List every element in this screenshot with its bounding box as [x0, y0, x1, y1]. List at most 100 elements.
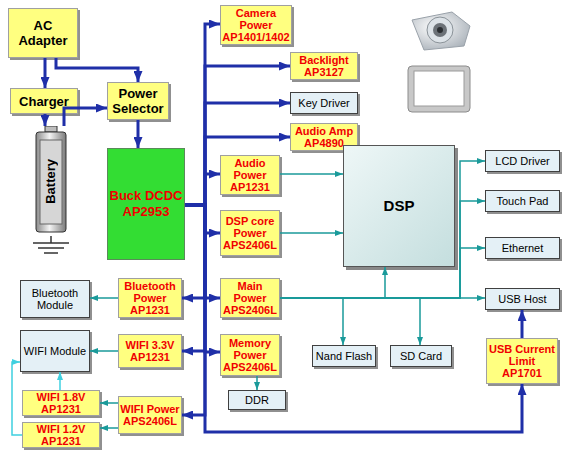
- power-connector: [185, 205, 220, 298]
- box-label: WIFI Module: [24, 345, 86, 357]
- power-connector: [182, 205, 205, 298]
- box-label: Charger: [19, 94, 69, 109]
- box-label: Bluetooth Module: [21, 287, 89, 311]
- power-connector: [185, 24, 220, 205]
- box-label: AP1231: [130, 351, 170, 363]
- box-label: Battery: [45, 159, 57, 204]
- box-label: Main Power: [221, 280, 279, 304]
- regulator-box: Main PowerAPS2406L: [220, 278, 280, 318]
- box-label: Bluetooth Power: [119, 280, 181, 304]
- regulator-box: USB Current LimitAP1701: [486, 338, 558, 384]
- function-box: Touch Pad: [485, 190, 560, 212]
- power-connector: [185, 205, 220, 233]
- function-box: Ethernet: [485, 237, 560, 259]
- box-label: AP3127: [304, 66, 344, 78]
- box-label: Audio Amp: [295, 125, 353, 137]
- box-label: AP4890: [304, 137, 344, 149]
- box-label: WIFI 1.8V: [37, 391, 86, 403]
- power-connector: [44, 58, 47, 88]
- box-label: DSP: [384, 197, 415, 215]
- lcd-panel-illustration: [408, 66, 470, 112]
- box-label: APS2406L: [223, 304, 277, 316]
- power-connector: [185, 174, 220, 205]
- power-connector: [64, 108, 107, 126]
- signal-connector: [280, 232, 343, 234]
- box-label: APS2406L: [223, 361, 277, 373]
- box-label: Touch Pad: [497, 195, 549, 207]
- function-box: Nand Flash: [312, 345, 376, 367]
- processor-box: DSP: [343, 145, 455, 267]
- box-label: Camera Power: [221, 7, 291, 31]
- power-connector: [185, 103, 290, 205]
- regulator-box: WIFI 1.8VAP1231: [22, 390, 100, 416]
- box-label: Power Selector: [108, 86, 168, 116]
- battery-symbol: Battery: [28, 126, 74, 236]
- signal-connector: [100, 427, 118, 429]
- regulator-box: WIFI 3.3VAP1231: [118, 334, 182, 368]
- regulator-box: BacklightAP3127: [290, 52, 358, 80]
- box-label: AP2953: [123, 204, 170, 220]
- power-connector: [185, 137, 290, 205]
- signal-connector: [90, 297, 118, 299]
- function-box: LCD Driver: [485, 150, 560, 172]
- regulator-box: WIFI PowerAPS2406L: [118, 396, 182, 434]
- power-connector: [182, 205, 205, 351]
- signal-connector: [90, 350, 118, 352]
- box-label: LCD Driver: [495, 155, 549, 167]
- box-label: WIFI 1.2V: [37, 423, 86, 435]
- box-label: DDR: [245, 394, 269, 406]
- dcdc-converter-box: Buck DCDCAP2953: [107, 148, 185, 260]
- function-box: SD Card: [390, 345, 452, 367]
- box-label: AP1231: [41, 403, 81, 415]
- box-label: Memory Power: [221, 337, 279, 361]
- power-source-box: AC Adapter: [8, 8, 78, 58]
- box-label: Key Driver: [298, 97, 349, 109]
- box-label: WIFI 3.3V: [126, 339, 175, 351]
- box-label: DSP core Power: [221, 215, 279, 239]
- box-label: USB Host: [498, 293, 546, 305]
- signal-connector: [280, 201, 485, 298]
- signal-connector: [280, 173, 343, 175]
- box-label: AP1401/1402: [222, 31, 289, 43]
- signal-connector: [280, 267, 385, 298]
- regulator-box: Camera PowerAP1401/1402: [220, 5, 292, 45]
- signal-connector: [280, 161, 485, 298]
- regulator-box: Memory PowerAPS2406L: [220, 334, 280, 376]
- power-connector: [185, 205, 522, 432]
- box-label: APS2406L: [223, 239, 277, 251]
- power-connector: [521, 310, 524, 338]
- regulator-box: WIFI 1.2VAP1231: [22, 422, 100, 448]
- ground-symbol: [33, 236, 69, 253]
- box-label: Nand Flash: [316, 350, 372, 362]
- box-label: WIFI Power: [120, 403, 179, 415]
- power-connector: [137, 120, 140, 148]
- power-connector: [44, 114, 47, 126]
- signal-connector: [280, 248, 485, 298]
- regulator-box: DSP core PowerAPS2406L: [220, 210, 280, 256]
- box-label: Ethernet: [502, 242, 544, 254]
- box-label: AP1231: [41, 435, 81, 447]
- box-label: Backlight: [299, 54, 349, 66]
- signal-connector: [280, 297, 485, 299]
- regulator-box: Bluetooth PowerAP1231: [118, 278, 182, 318]
- function-box: Bluetooth Module: [20, 280, 90, 318]
- signal-connector: [59, 372, 61, 390]
- function-box: DDR: [228, 390, 286, 410]
- power-connector: [56, 58, 138, 82]
- signal-connector: [100, 402, 118, 404]
- box-label: AC Adapter: [9, 18, 77, 48]
- power-connector: [185, 205, 220, 352]
- box-label: AP1231: [130, 304, 170, 316]
- box-label: AP1231: [230, 181, 270, 193]
- power-connector: [185, 66, 290, 205]
- box-label: Buck DCDC: [110, 188, 183, 204]
- signal-connector: [280, 298, 343, 345]
- function-box: Key Driver: [290, 92, 358, 114]
- function-box: WIFI Module: [20, 330, 90, 372]
- box-label: AP1701: [502, 367, 542, 379]
- signal-connector: [12, 362, 22, 435]
- regulator-box: Audio PowerAP1231: [220, 155, 280, 195]
- power-source-box: Power Selector: [107, 82, 169, 120]
